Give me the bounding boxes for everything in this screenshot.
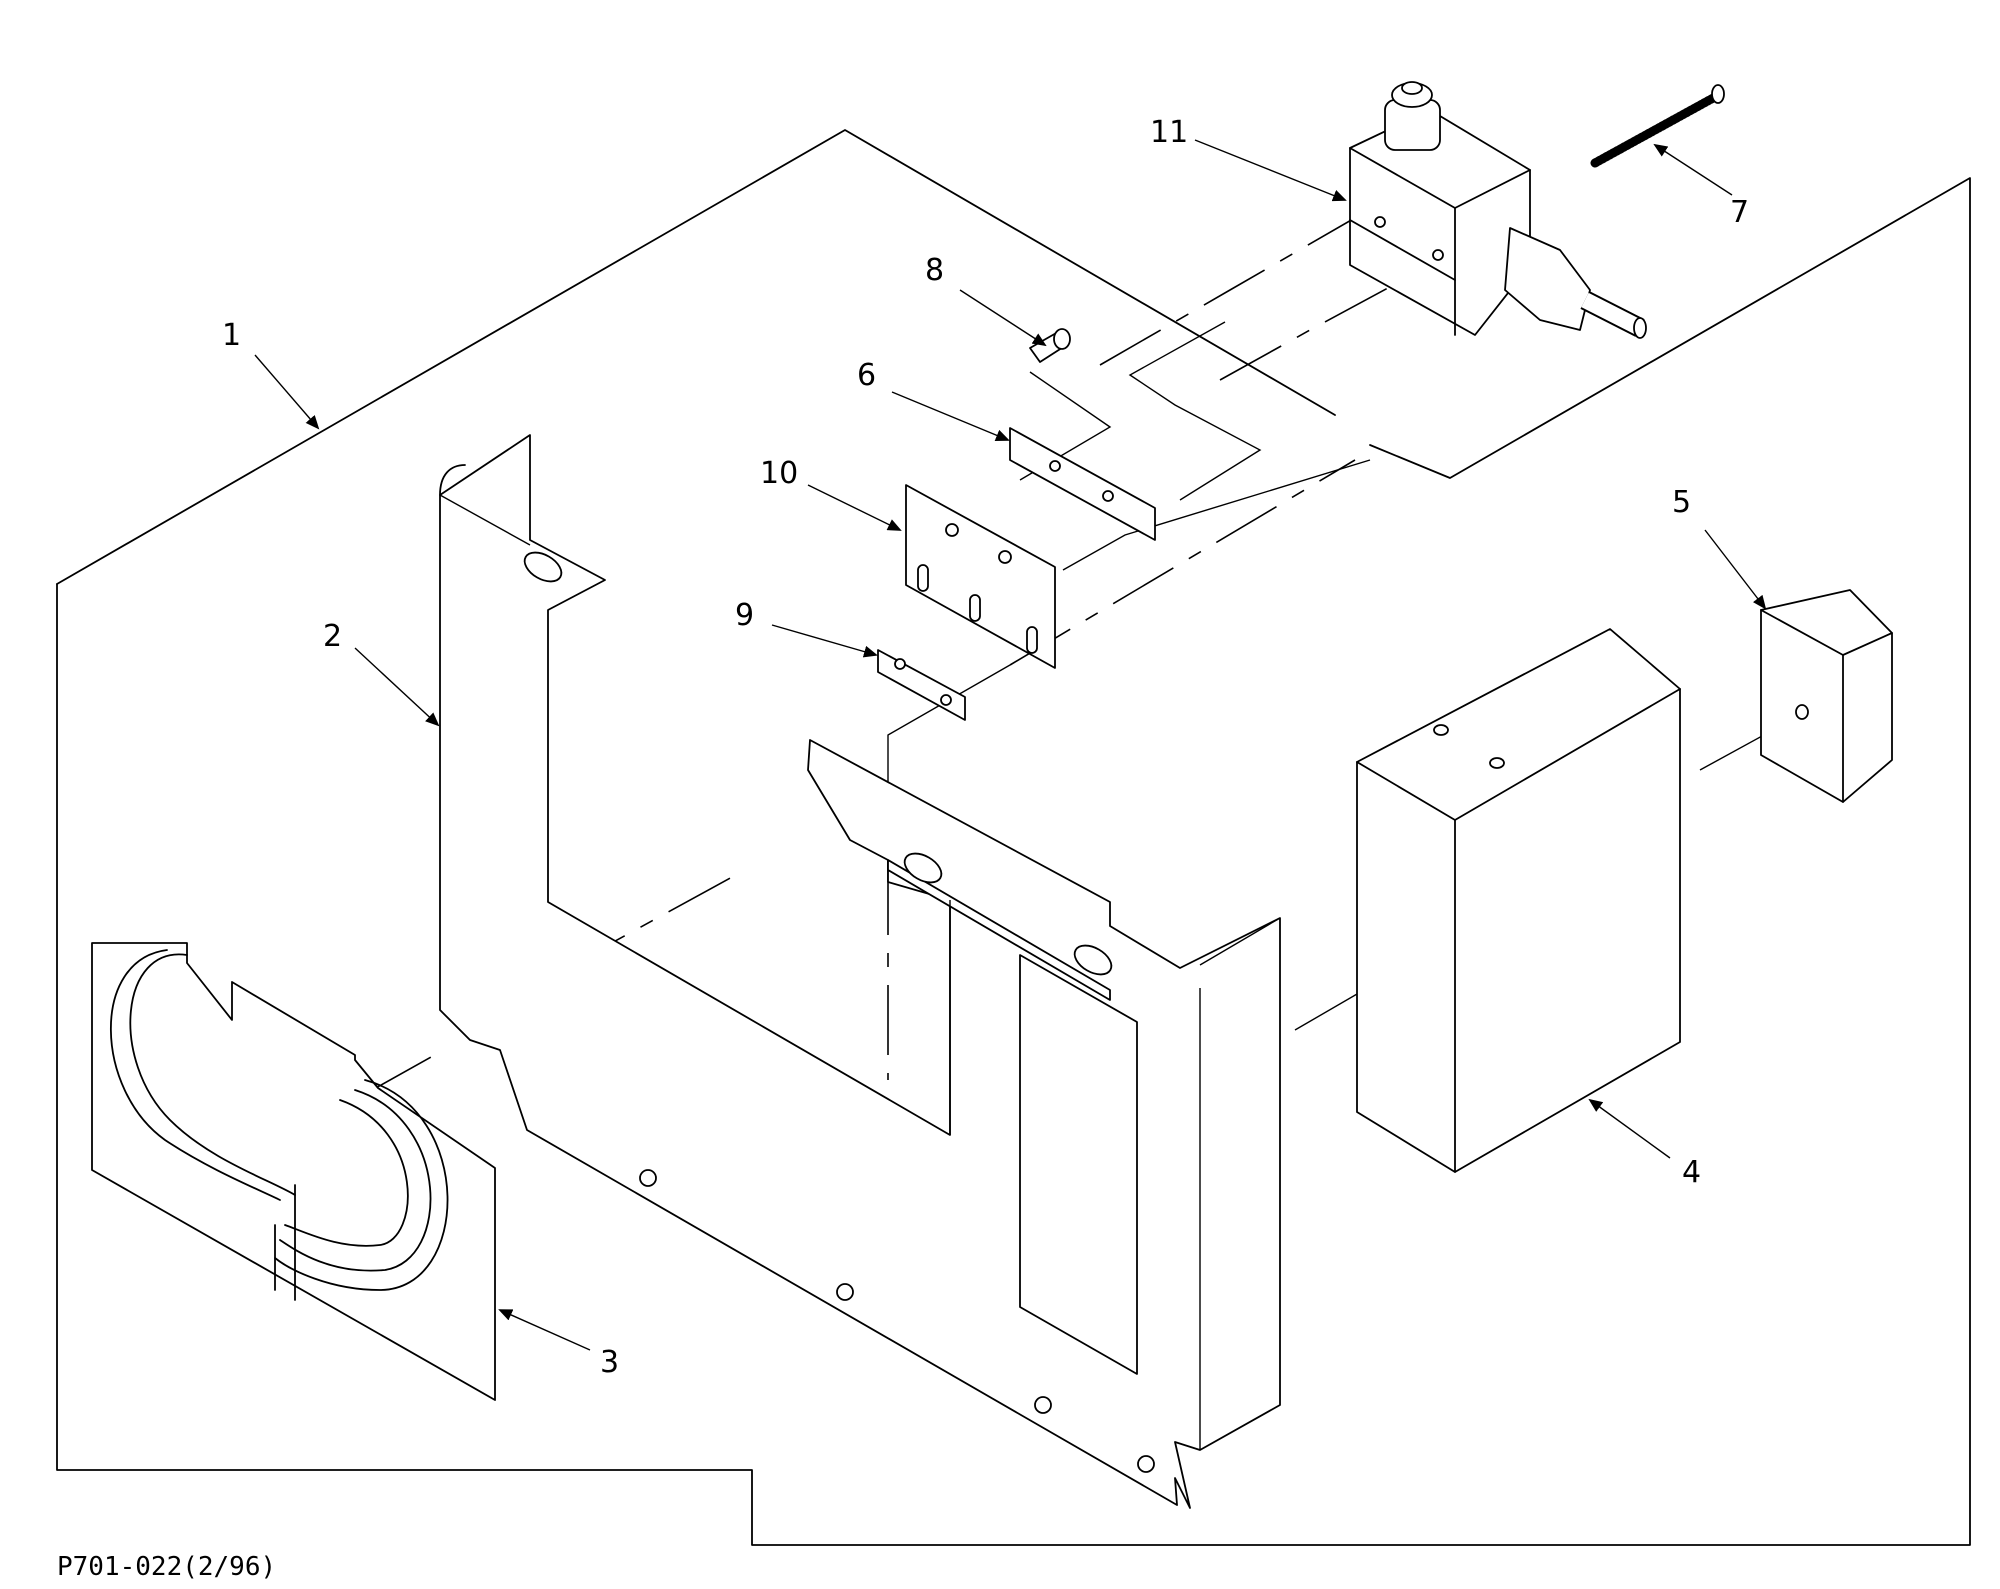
gasket-plate (91, 942, 496, 1401)
callout-leaders (254, 139, 1767, 1351)
enclosure-outline (56, 129, 1971, 1546)
callout-3: 3 (600, 1345, 619, 1380)
callout-1: 1 (222, 318, 241, 353)
callout-6: 6 (857, 358, 876, 393)
callout-numbers: 1 2 3 4 5 6 7 8 9 10 11 (222, 115, 1749, 1380)
drawing-id: P701-022(2/96) (57, 1552, 276, 1582)
upper-strip (1009, 427, 1156, 541)
callout-2: 2 (323, 619, 342, 654)
spacer-block (1760, 589, 1893, 803)
callout-11: 11 (1150, 115, 1188, 150)
main-bracket (439, 434, 1281, 1509)
callout-4: 4 (1682, 1155, 1701, 1190)
callout-5: 5 (1672, 485, 1691, 520)
callout-7: 7 (1730, 195, 1749, 230)
callout-9: 9 (735, 598, 754, 633)
control-box (1356, 628, 1681, 1173)
callout-8: 8 (925, 253, 944, 288)
callout-10: 10 (760, 456, 798, 491)
small-screw (1029, 328, 1071, 363)
limit-switch (1349, 81, 1647, 339)
lower-strip (877, 649, 966, 721)
long-screw (1590, 84, 1725, 168)
mounting-plate (905, 484, 1056, 669)
